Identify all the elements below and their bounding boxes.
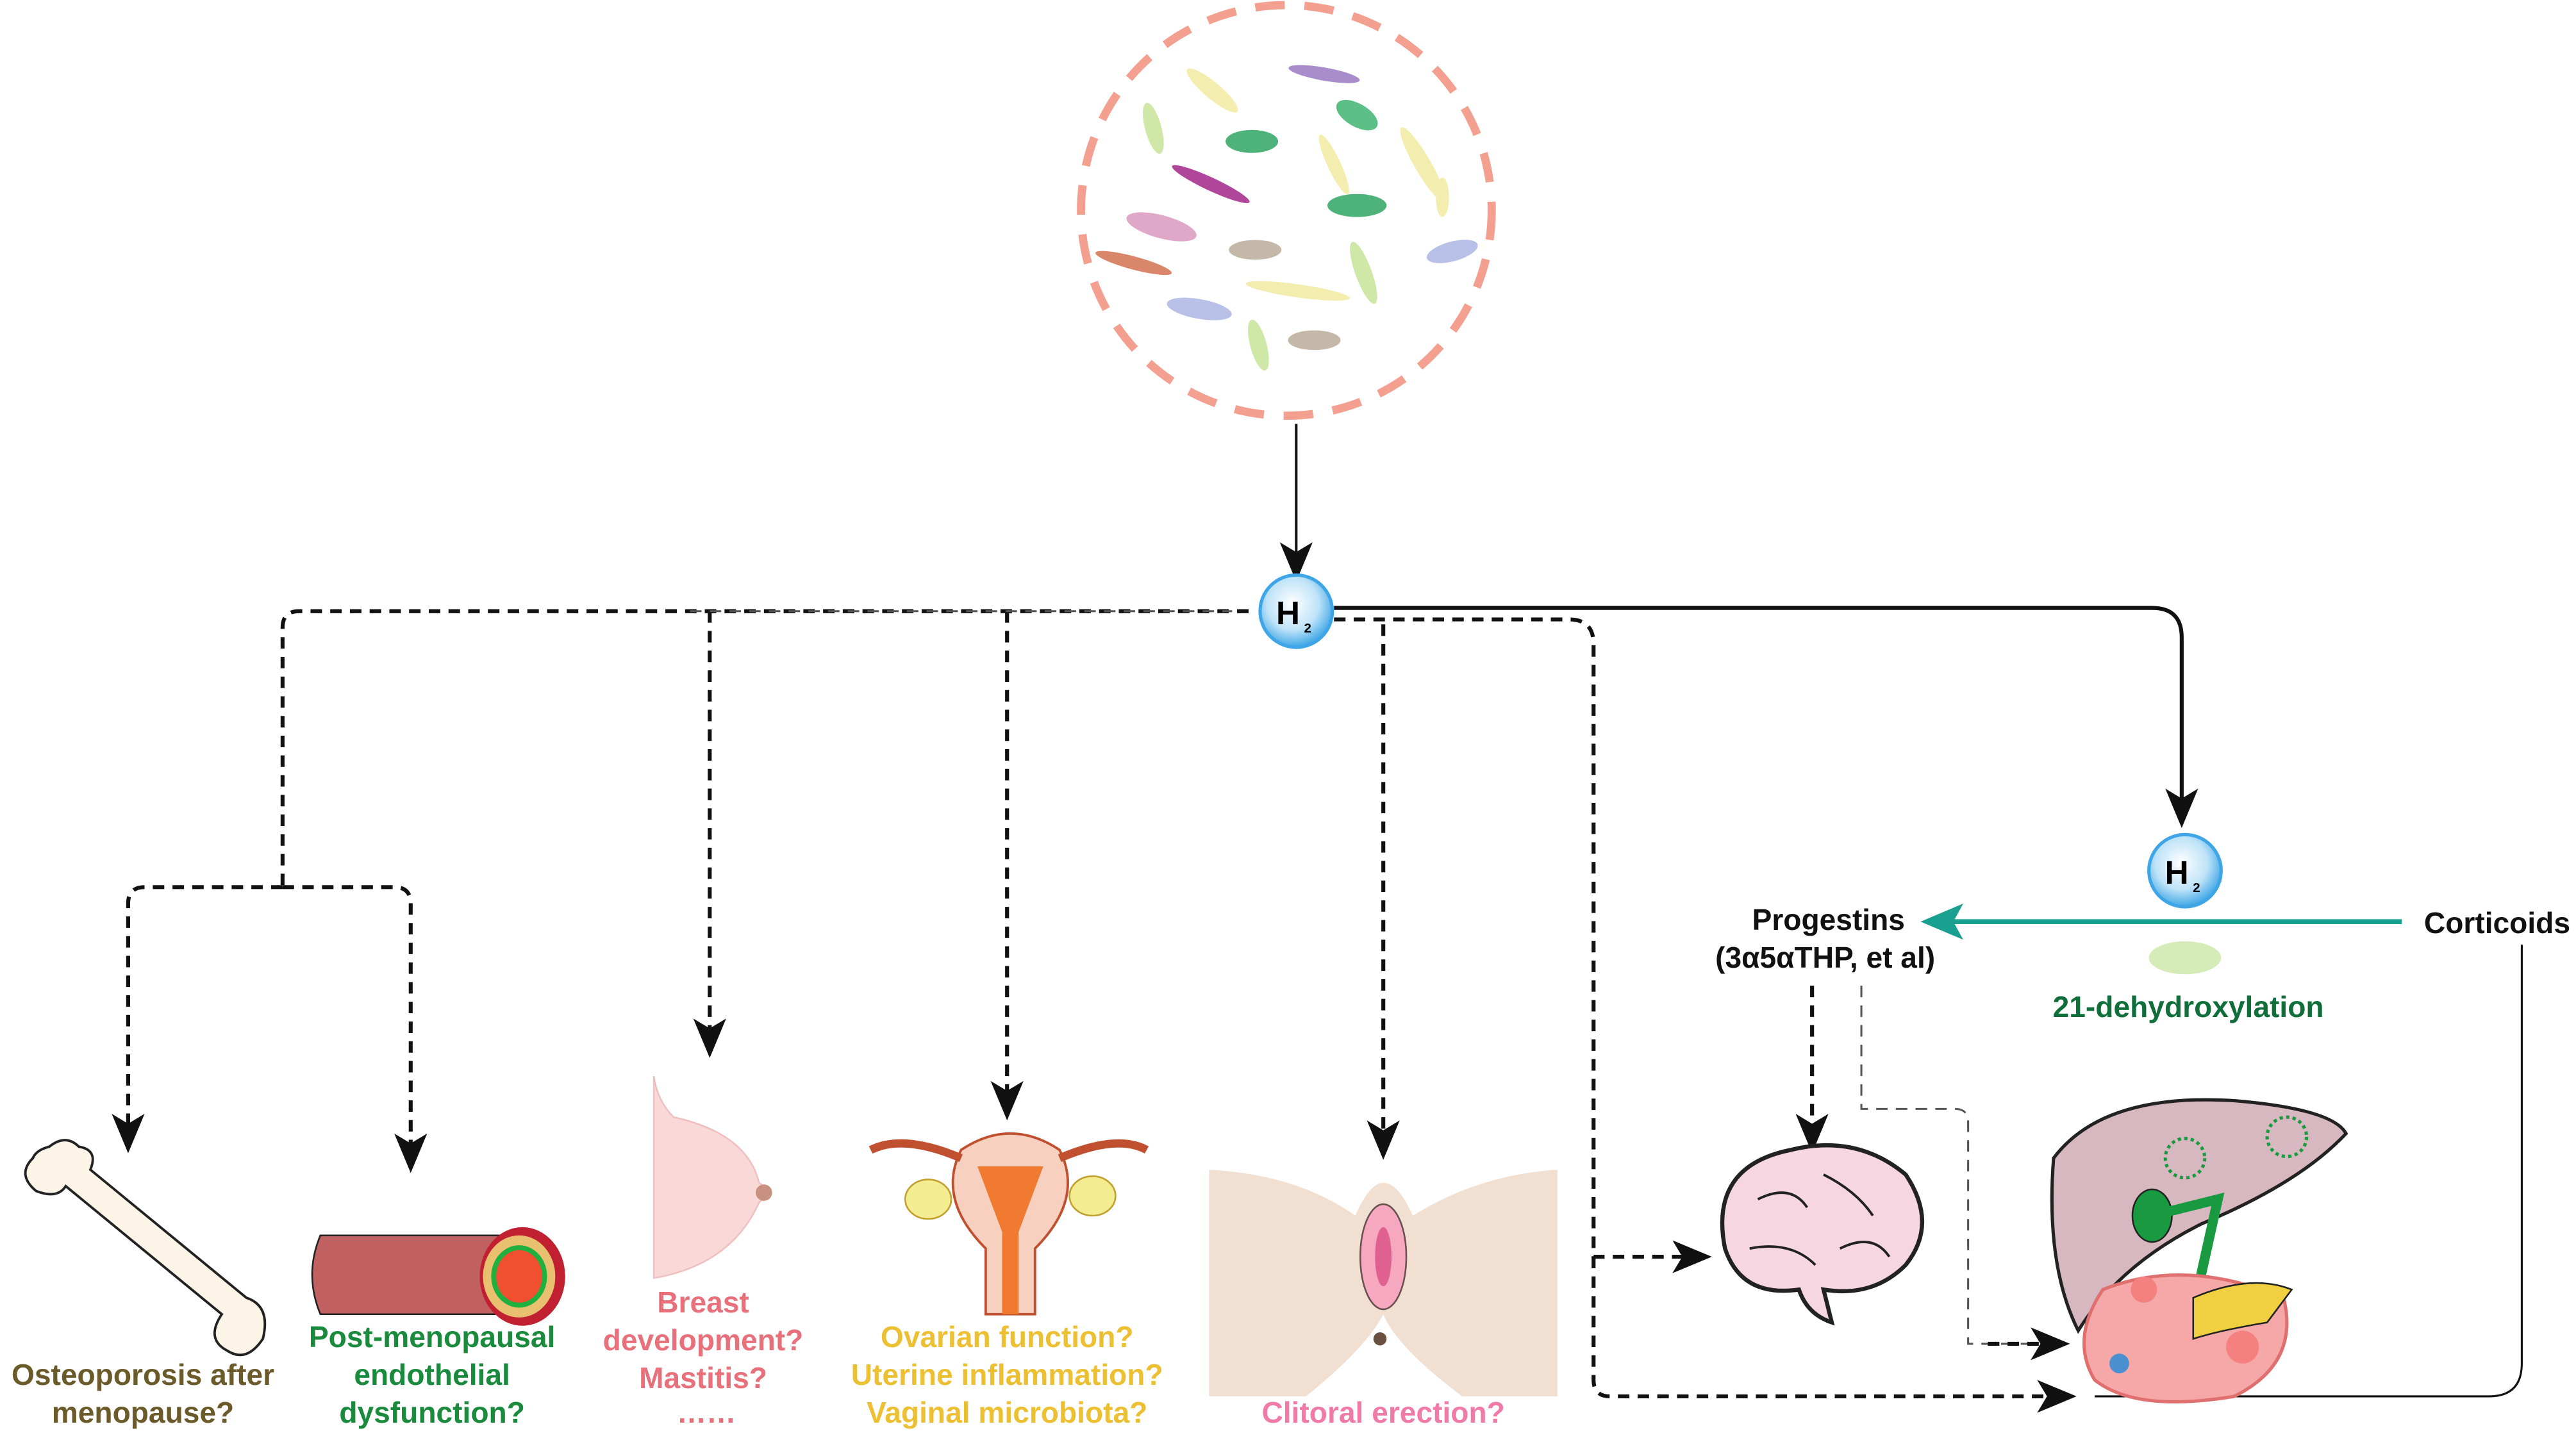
svg-text:endothelial: endothelial xyxy=(354,1358,510,1391)
gut-microbiota-cluster xyxy=(1077,1,1496,420)
progestins-label: Progestins xyxy=(1752,903,1905,936)
progestins-sublabel: (3α5αTHP, et al) xyxy=(1715,941,1935,974)
h2-molecule-gut: H 2 xyxy=(2147,832,2223,909)
svg-text:Osteoporosis after: Osteoporosis after xyxy=(12,1358,274,1391)
h2-molecule-main: H 2 xyxy=(1258,573,1334,649)
svg-text:……: …… xyxy=(677,1396,736,1429)
corticoid-gut-line xyxy=(2095,945,2523,1398)
svg-text:menopause?: menopause? xyxy=(52,1396,235,1429)
svg-text:Vaginal microbiota?: Vaginal microbiota? xyxy=(867,1396,1147,1429)
vulva-illustration xyxy=(1209,1170,1558,1396)
svg-text:2: 2 xyxy=(1304,621,1311,636)
reaction-label: 21-dehydroxylation xyxy=(2053,990,2324,1023)
breast-illustration xyxy=(652,1075,772,1279)
svg-text:Clitoral erection?: Clitoral erection? xyxy=(1261,1396,1504,1429)
svg-text:2: 2 xyxy=(2193,881,2200,895)
svg-text:Post-menopausal: Post-menopausal xyxy=(309,1320,555,1353)
bacteria-icons xyxy=(1095,65,1478,371)
corticoids-label: Corticoids xyxy=(2424,906,2570,939)
svg-text:Ovarian function?: Ovarian function? xyxy=(881,1320,1134,1353)
brain-illustration xyxy=(1720,1143,1924,1326)
outcome-osteoporosis: Osteoporosis after menopause? xyxy=(12,1358,274,1429)
svg-text:Mastitis?: Mastitis? xyxy=(639,1361,767,1394)
progestin-to-gut-path xyxy=(1860,986,2046,1345)
svg-text:development?: development? xyxy=(603,1323,804,1357)
svg-text:H: H xyxy=(2165,854,2189,891)
outcome-clitoral: Clitoral erection? xyxy=(1261,1396,1504,1429)
outcome-breast: Breast development? Mastitis? …… xyxy=(603,1286,804,1429)
outcome-endothelial-dysfunction: Post-menopausal endothelial dysfunction? xyxy=(309,1320,555,1429)
liver-gut-illustration xyxy=(2050,1098,2348,1403)
svg-text:Breast: Breast xyxy=(657,1286,749,1319)
bone-illustration xyxy=(24,1139,267,1357)
bacterium-icon xyxy=(2148,941,2222,975)
svg-text:H: H xyxy=(1276,595,1300,631)
uterus-illustration xyxy=(868,1132,1149,1316)
h2-to-gut-arrow xyxy=(1334,606,2198,829)
svg-text:Uterine inflammation?: Uterine inflammation? xyxy=(851,1358,1163,1391)
svg-text:dysfunction?: dysfunction? xyxy=(339,1396,525,1429)
outcome-reproductive: Ovarian function? Uterine inflammation? … xyxy=(851,1320,1163,1429)
blood-vessel-illustration xyxy=(311,1227,565,1326)
